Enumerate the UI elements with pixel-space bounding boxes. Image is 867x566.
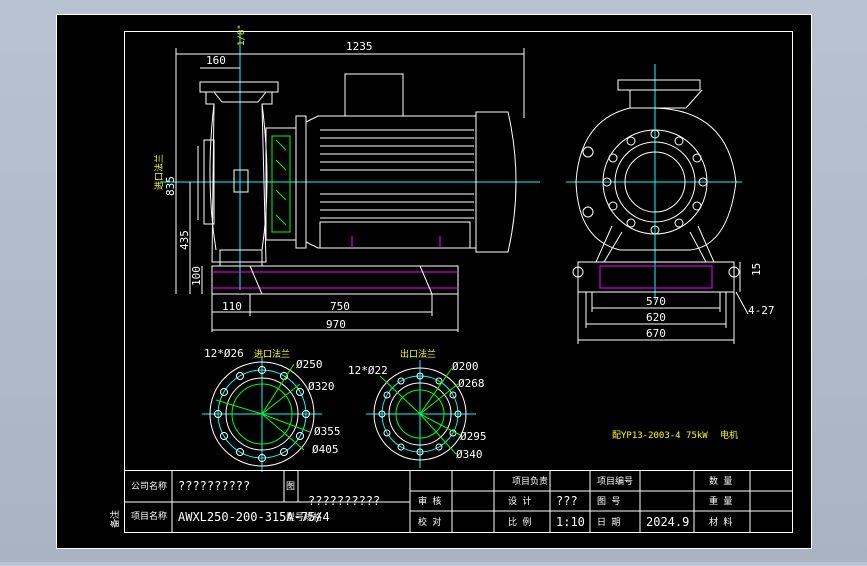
- motor-feet: [319, 221, 471, 249]
- dim-foot-mid: 620: [646, 311, 666, 324]
- outlet-d3: Ø295: [460, 430, 487, 443]
- dim-foot-outer: 670: [646, 327, 666, 340]
- weight-label: 重 量: [709, 495, 732, 507]
- drawing-name: ??????????: [308, 494, 380, 508]
- end-top-flange: [617, 79, 701, 91]
- inlet-flange-title: 进口法兰: [254, 348, 290, 360]
- drawing-sheet: [56, 14, 812, 549]
- side-mark: 备注: [109, 510, 121, 528]
- end-view: 570 620 670 15 4-27: [566, 64, 775, 344]
- date-value: 2024.9: [646, 515, 689, 529]
- dim-foot-holes: 4-27: [748, 304, 775, 317]
- company-value: ??????????: [178, 479, 250, 493]
- model-label: 型号规格: [286, 511, 322, 523]
- dim-center-height: 435: [178, 230, 191, 250]
- design-label: 设 计: [508, 495, 531, 507]
- date-label: 日 期: [597, 517, 620, 528]
- volute-window: [233, 169, 249, 193]
- model-value: AWXL250-200-315A-75/4: [178, 510, 330, 524]
- motor-note: 配YP13-2003-4 75kW: [612, 430, 708, 441]
- side-inlet-label: 进口法兰: [153, 154, 165, 190]
- drawing-name-label: 图: [286, 481, 295, 492]
- base-frame: [211, 265, 459, 295]
- outer-frame: [56, 14, 812, 549]
- outlet-d4: Ø340: [456, 448, 483, 461]
- dim-bolt-span: 750: [330, 300, 350, 313]
- dim-base-height: 100: [190, 266, 203, 286]
- dim-foot-inner: 570: [646, 295, 666, 308]
- project-label: 项目名称: [131, 510, 167, 522]
- designer-value: ???: [556, 494, 578, 508]
- dim-foot-thickness: 15: [750, 263, 763, 276]
- quantity-label: 数 量: [709, 475, 732, 487]
- outlet-d2: Ø268: [458, 377, 485, 390]
- scale-value: 1:10: [556, 515, 585, 529]
- end-volute: [575, 107, 737, 251]
- end-bolt-holes: [582, 129, 708, 235]
- inlet-d3: Ø355: [314, 425, 341, 438]
- motor-note-suffix: 电机: [720, 429, 738, 441]
- inlet-d1: Ø250: [296, 358, 323, 371]
- inlet-bolts: 12*Ø26: [204, 347, 244, 360]
- material-label: 材 料: [709, 516, 732, 528]
- dim-overall-length: 1235: [346, 40, 373, 53]
- outlet-bolts: 12*Ø22: [348, 364, 388, 377]
- inlet-flange: [203, 139, 215, 225]
- motor-fan-cover: [475, 111, 517, 253]
- side-view: 1235 160 1/8" 835 435 100 进口法兰 110 750 9…: [153, 24, 540, 332]
- project-no-label: 项目编号: [597, 475, 633, 487]
- top-flange: [199, 81, 279, 93]
- inlet-d4: Ø405: [312, 443, 339, 456]
- title-block: [124, 470, 793, 533]
- drawing-no-label: 图 号: [597, 496, 620, 507]
- inlet-d2: Ø320: [308, 380, 335, 393]
- check-label: 校 对: [418, 516, 441, 528]
- outlet-flange-detail: 出口法兰 12*Ø22 Ø200 Ø268 Ø295 Ø340: [348, 348, 487, 468]
- dim-total-height: 835: [164, 176, 177, 196]
- end-impeller-eye: [624, 151, 686, 213]
- company-label: 公司名称: [131, 480, 167, 492]
- scale-label: 比 例: [508, 516, 531, 528]
- dim-base-left: 110: [222, 300, 242, 313]
- outlet-d1: Ø200: [452, 360, 479, 373]
- dim-inlet-offset: 160: [206, 54, 226, 67]
- coupling: [295, 115, 307, 249]
- outlet-flange-title: 出口法兰: [400, 348, 436, 360]
- pump-volute: [205, 91, 273, 263]
- dim-base-length: 970: [326, 318, 346, 331]
- terminal-box: [344, 73, 404, 117]
- bracket-hatch: [271, 135, 291, 233]
- review-label: 审 核: [418, 495, 441, 507]
- project-lead-label: 项目负责: [512, 475, 548, 487]
- dim-top-gauge: 1/8": [237, 24, 247, 46]
- inlet-flange-detail: 12*Ø26 进口法兰 Ø250 Ø320 Ø355 Ø405: [202, 347, 341, 472]
- motor-fins: [320, 129, 474, 219]
